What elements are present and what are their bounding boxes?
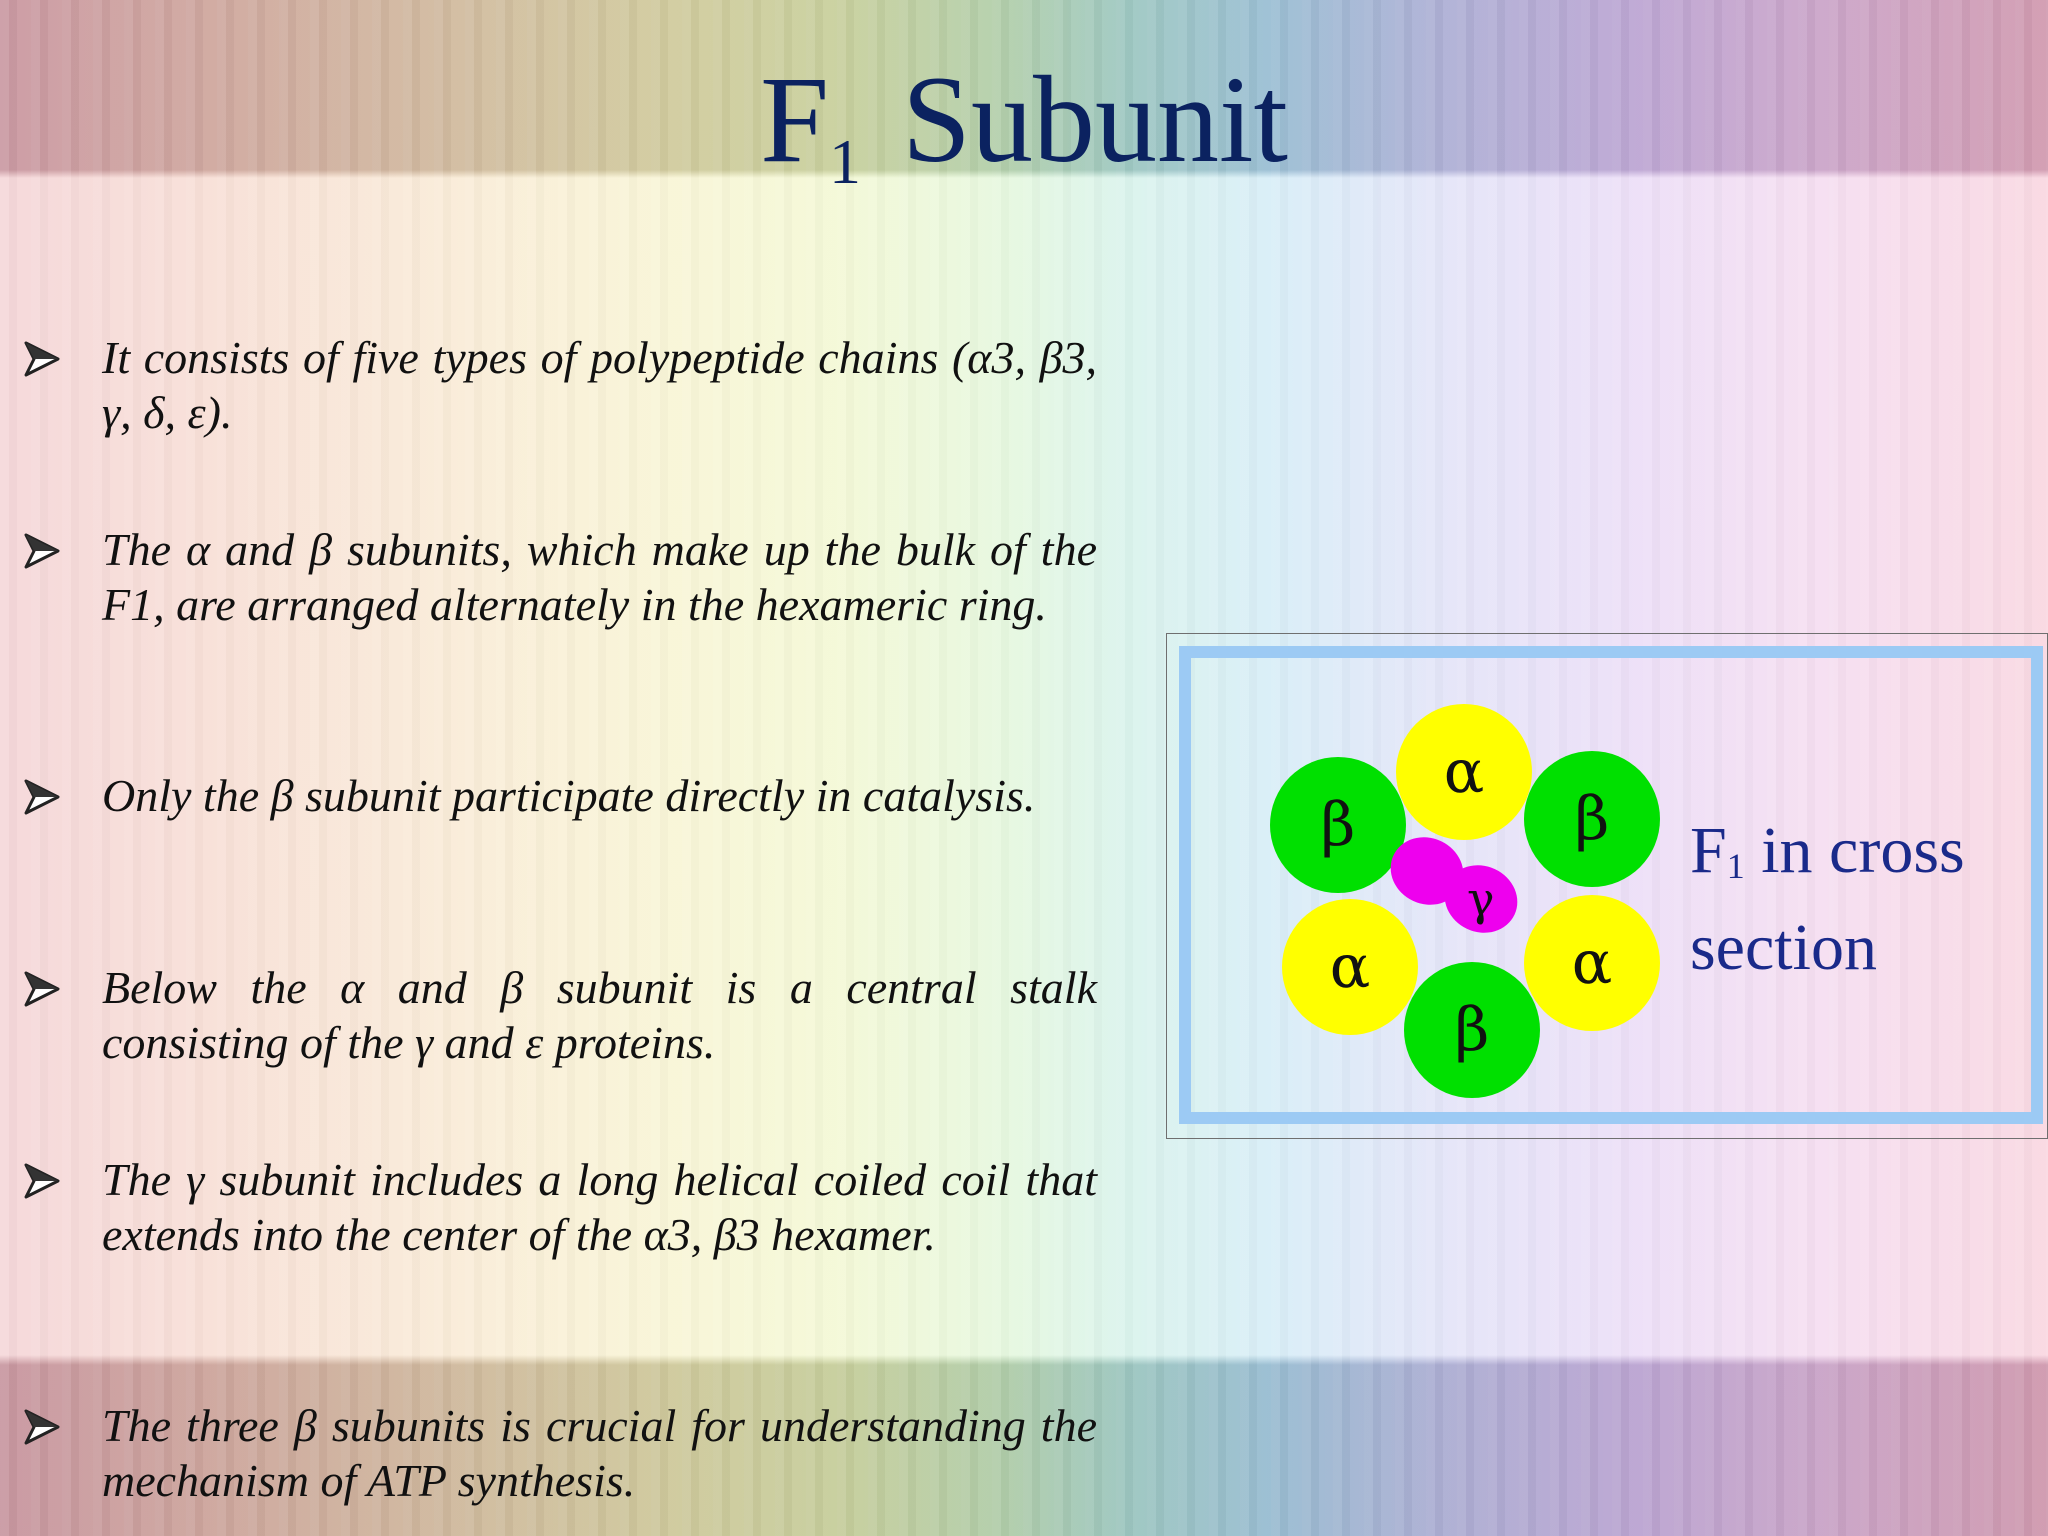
cross-section-label: F1 in cross section: [1690, 810, 2030, 989]
arrow-bullet-icon: [22, 774, 62, 815]
bullet-item: The γ subunit includes a long helical co…: [22, 1152, 1097, 1262]
panel-frame: [1179, 646, 2043, 1124]
bullet-text: The γ subunit includes a long helical co…: [102, 1154, 1097, 1260]
arrow-bullet-icon: [22, 966, 62, 1007]
title-subscript: 1: [829, 126, 862, 197]
gamma-label: γ: [1467, 872, 1495, 926]
cross-section-panel: [1166, 633, 2048, 1139]
label-text: in cross section: [1690, 814, 1965, 984]
label-letter: F: [1690, 814, 1727, 887]
bullet-text: Below the α and β subunit is a central s…: [102, 962, 1097, 1068]
arrow-bullet-icon: [22, 528, 62, 569]
title-word: Subunit: [902, 51, 1288, 188]
bullet-item: Only the β subunit participate directly …: [22, 768, 1082, 823]
beta-subunit-upper-left: β: [1270, 757, 1406, 893]
alpha-subunit-lower-left: α: [1282, 899, 1418, 1035]
bullet-item: The α and β subunits, which make up the …: [22, 522, 1097, 632]
arrow-bullet-icon: [22, 336, 62, 377]
label-subscript: 1: [1726, 846, 1745, 886]
arrow-bullet-icon: [22, 1404, 62, 1445]
bullet-text: It consists of five types of polypeptide…: [102, 332, 1097, 438]
bullet-text: The three β subunits is crucial for unde…: [102, 1400, 1097, 1506]
bullet-item: It consists of five types of polypeptide…: [22, 330, 1097, 440]
slide-title: F1 Subunit: [0, 58, 2048, 194]
alpha-subunit-lower-right: α: [1524, 895, 1660, 1031]
bullet-item: Below the α and β subunit is a central s…: [22, 960, 1097, 1070]
arrow-bullet-icon: [22, 1158, 62, 1199]
title-letter: F: [760, 51, 830, 188]
alpha-subunit-top: α: [1396, 704, 1532, 840]
bullet-item: The three β subunits is crucial for unde…: [22, 1398, 1097, 1508]
beta-subunit-upper-right: β: [1524, 751, 1660, 887]
beta-subunit-bottom: β: [1404, 962, 1540, 1098]
bullet-text: The α and β subunits, which make up the …: [102, 524, 1097, 630]
bullet-text: Only the β subunit participate directly …: [102, 770, 1036, 821]
